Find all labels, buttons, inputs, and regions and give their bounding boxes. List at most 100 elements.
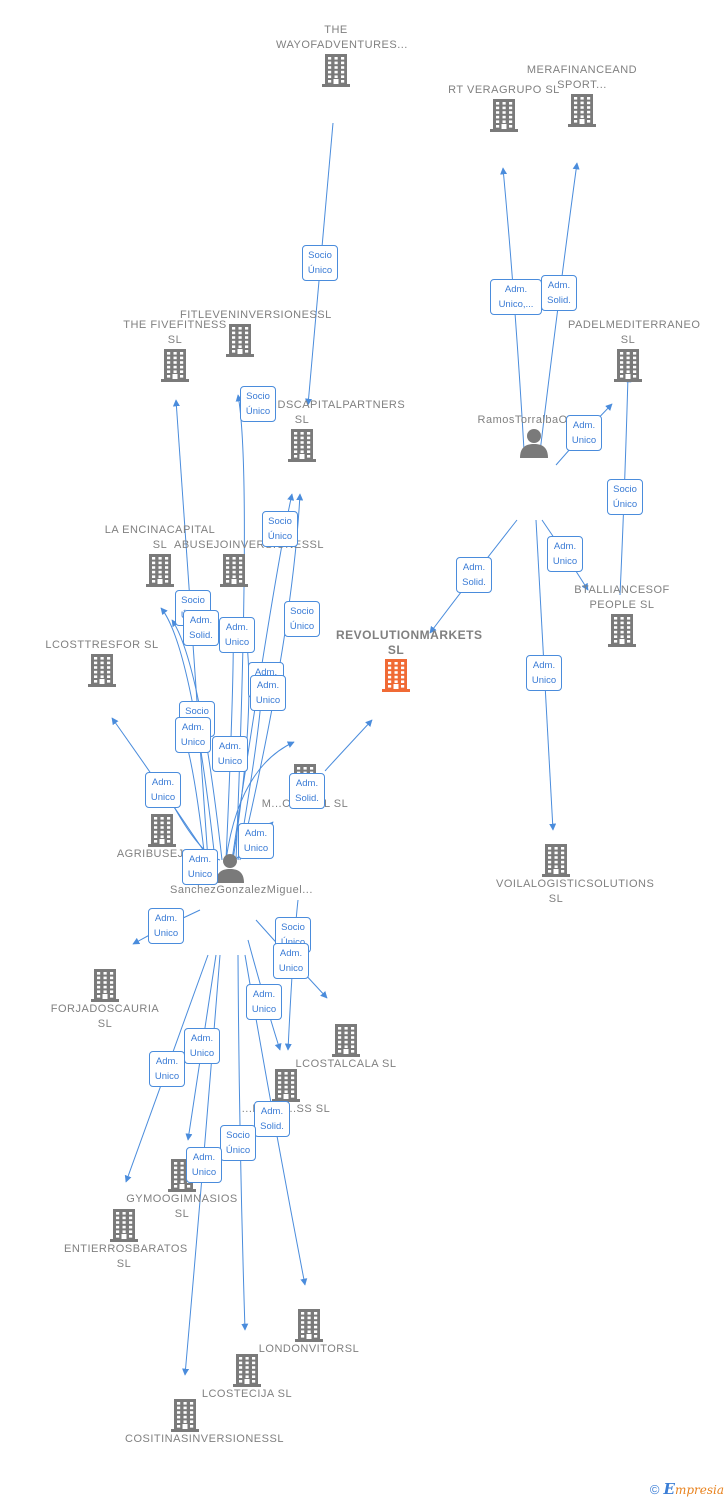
company-node-ecija[interactable]: LCOSTECIJA SL	[187, 1353, 307, 1402]
role-badge[interactable]: Adm.Unico	[148, 908, 184, 944]
node-label-line: GYMOOGIMNASIOS SL	[126, 1193, 238, 1220]
role-badge-line: Socio	[226, 1130, 250, 1141]
role-badge[interactable]: Adm.Solid.	[541, 275, 577, 311]
node-label-line: SL	[317, 309, 332, 321]
company-node-way[interactable]: THE WAYOFADVENTURES...	[276, 23, 407, 87]
node-label-line: Gonzalez	[216, 884, 267, 896]
node-label-line: FITLEVEN	[180, 309, 237, 321]
node-label-line: SL	[344, 1343, 360, 1355]
company-node-rtvera[interactable]: RT VERAGRUPO SL	[444, 83, 564, 132]
role-badge-line: Único	[245, 406, 271, 417]
company-node-fivefit[interactable]: THE FIVEFITNESS SL	[115, 318, 235, 382]
company-node-encina[interactable]: LA ENCINACAPITAL SL	[100, 523, 220, 587]
role-badge[interactable]: Adm.Unico	[526, 655, 562, 691]
role-badge-line: Unico	[150, 792, 176, 803]
building-icon	[91, 969, 119, 1002]
role-badge[interactable]: Adm.Unico	[145, 772, 181, 808]
role-badge-line: Unico	[224, 637, 250, 648]
node-label-line: ABUSEJO	[174, 539, 229, 551]
node-label-line: BT	[574, 584, 589, 596]
building-icon	[295, 1309, 323, 1342]
role-badge[interactable]: Adm.Solid.	[456, 557, 492, 593]
company-node-fitleven[interactable]: FITLEVENINVERSIONESSL	[180, 308, 331, 357]
node-label-line: FORJADOS	[50, 1003, 115, 1015]
role-badge[interactable]: Adm.Unico	[212, 736, 248, 772]
role-badge[interactable]: Adm.Unico	[175, 717, 211, 753]
node-label: GYMOOGIMNASIOS SL	[122, 1192, 242, 1222]
role-badge[interactable]: Adm.Unico	[250, 675, 286, 711]
company-node-forjados[interactable]: FORJADOSCAURIA SL	[45, 968, 165, 1032]
role-badge[interactable]: Adm.Solid.	[289, 773, 325, 809]
relation-edge	[160, 607, 216, 861]
role-badge[interactable]: Adm.Unico	[186, 1147, 222, 1183]
company-node-alcala[interactable]: LCOSTALCALA SL	[286, 1023, 406, 1072]
role-badge-line: Unico	[255, 695, 281, 706]
role-badge[interactable]: Adm.Unico	[238, 823, 274, 859]
footer-brand: ©Empresia	[650, 1480, 724, 1498]
company-node-cositinas[interactable]: COSITINASINVERSIONESSL	[125, 1398, 283, 1447]
empresia-logo[interactable]: Empresia	[663, 1480, 725, 1498]
role-badge[interactable]: Adm.Unico	[273, 943, 309, 979]
node-label-line: LA ENCINA	[104, 524, 167, 536]
company-node-voila[interactable]: VOILALOGISTICSOLUTIONS SL	[496, 843, 654, 907]
role-badge[interactable]: Adm.Solid.	[183, 610, 219, 646]
node-label-line: MERA	[526, 64, 561, 76]
node-label-line: MARKETS SL	[387, 628, 483, 657]
node-label-line: CAURIA SL	[97, 1003, 160, 1030]
company-node-londonvitor[interactable]: LONDONVITORSL	[249, 1308, 369, 1357]
node-label-line: COSITINAS	[125, 1433, 189, 1445]
role-badge[interactable]: Adm.Unico	[184, 1028, 220, 1064]
role-badge[interactable]: Adm.Unico,...	[490, 279, 542, 315]
node-label-line: TRESFOR SL	[84, 639, 159, 651]
node-label-line: AGRIBUSEJO	[116, 848, 193, 860]
role-badge-line: Adm.	[504, 284, 528, 295]
building-icon	[161, 349, 189, 382]
node-label: FORJADOSCAURIA SL	[45, 1002, 165, 1032]
building-icon	[226, 324, 254, 357]
role-badge[interactable]: Adm.Unico	[149, 1051, 185, 1087]
node-label-line: ENTIERROS	[64, 1243, 133, 1255]
building-icon	[608, 614, 636, 647]
person-node-sanchez[interactable]: SanchezGonzalezMiguel...	[170, 853, 312, 898]
node-label-line: BARATOS SL	[116, 1243, 188, 1270]
node-label-line: ALCALA SL	[333, 1058, 397, 1070]
role-badge-line: Unico	[251, 1004, 277, 1015]
role-badge-line: Adm.	[155, 1056, 179, 1067]
role-badge[interactable]: Adm.Unico	[246, 984, 282, 1020]
company-node-entierros[interactable]: ENTIERROSBARATOS SL	[64, 1208, 187, 1272]
building-icon	[146, 554, 174, 587]
role-badge[interactable]: Adm.Unico	[547, 536, 583, 572]
role-badge[interactable]: Adm.Solid.	[254, 1101, 290, 1137]
node-label-line: GRUPO SL	[498, 84, 560, 96]
node-label-line: SOLUTIONS SL	[548, 878, 655, 905]
node-label-line: Miguel...	[266, 884, 313, 896]
building-icon	[614, 349, 642, 382]
company-node-revolution[interactable]: REVOLUTIONMARKETS SL	[336, 628, 482, 692]
person-icon	[520, 429, 548, 458]
node-label-line: ALLIANCES	[588, 584, 654, 596]
role-badge-line: Adm.	[260, 1106, 284, 1117]
node-label-line: FITNESS SL	[167, 319, 227, 346]
role-badge[interactable]: Adm. Unico	[566, 415, 602, 451]
role-badge[interactable]: Adm.Unico	[219, 617, 255, 653]
role-badge-line: Unico	[571, 435, 597, 446]
node-label-line: AND SPORT...	[557, 64, 638, 91]
role-badge-line: Adm.	[572, 420, 596, 431]
company-node-padel[interactable]: PADELMEDITERRANEO SL	[568, 318, 700, 382]
node-label-line: VOILA	[496, 878, 531, 890]
role-badge-line: Socio	[268, 516, 292, 527]
company-node-trefor[interactable]: LCOSTTRESFOR SL	[42, 638, 162, 687]
node-label-line: ECIJA SL	[241, 1388, 293, 1400]
node-label-line: LCOST	[201, 1388, 242, 1400]
role-badge-line: Socio	[185, 706, 209, 717]
company-node-mera[interactable]: MERAFINANCEAND SPORT...	[522, 63, 642, 127]
node-label: LONDONVITORSL	[249, 1342, 369, 1357]
role-badge[interactable]: Adm.Unico	[182, 849, 218, 885]
company-node-bt[interactable]: BTALLIANCESOF PEOPLE SL	[562, 583, 682, 647]
